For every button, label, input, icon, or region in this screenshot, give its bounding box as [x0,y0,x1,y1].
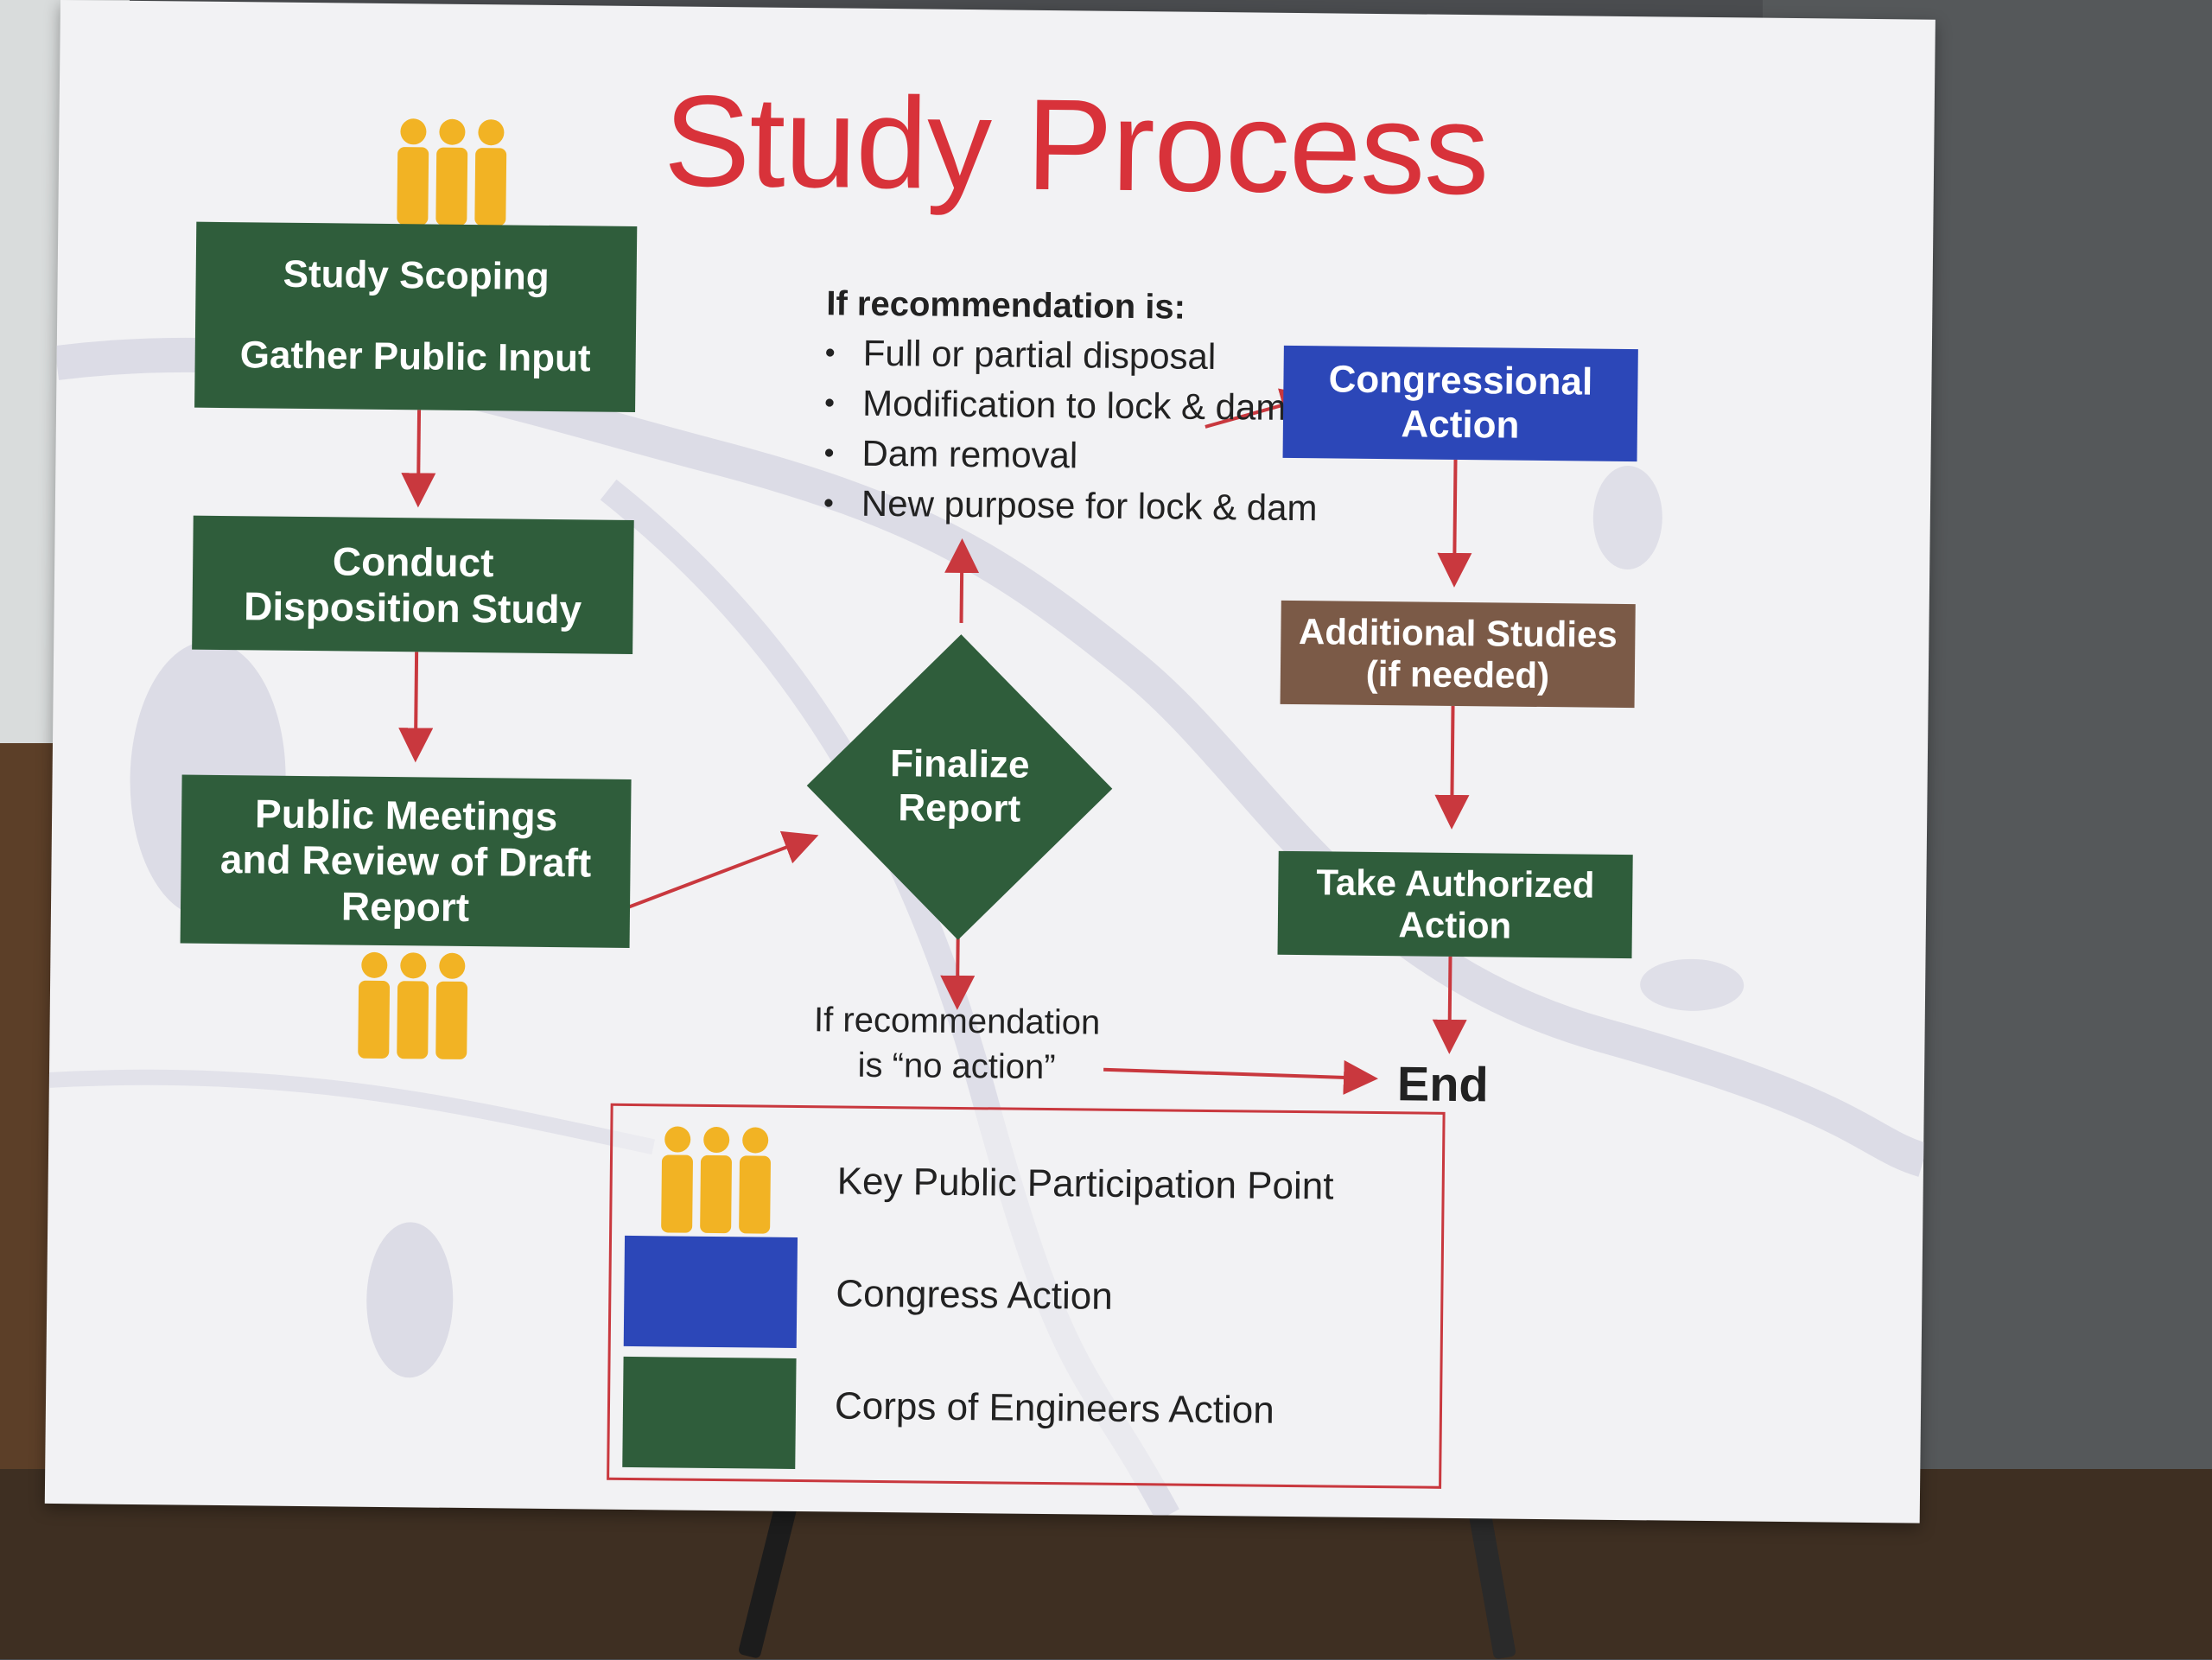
conduct-study-box: Conduct Disposition Study [192,515,634,654]
public-meetings-line2: and Review of Draft [219,836,592,886]
take-authorized-action-line1: Take Authorized [1316,861,1595,906]
legend-public-label: Key Public Participation Point [836,1160,1334,1208]
study-scoping-label: Study Scoping [283,253,550,299]
legend-corps-label: Corps of Engineers Action [834,1384,1274,1432]
public-meetings-box: Public Meetings and Review of Draft Repo… [180,774,632,948]
legend-congress-label: Congress Action [836,1272,1114,1318]
take-authorized-action-box: Take Authorized Action [1277,850,1633,959]
conduct-study-line1: Conduct [332,537,494,585]
additional-studies-line1: Additional Studies [1298,610,1618,655]
finalize-report-line2: Report [898,786,1021,830]
recommendation-item: Full or partial disposal [821,328,1319,383]
recommendation-heading: If recommendation is: [826,284,1186,327]
additional-studies-line2: (if needed) [1365,652,1550,696]
public-meetings-line3: Report [340,883,470,930]
finalize-report-line1: Finalize [889,742,1030,787]
group-of-people-icon [397,118,507,226]
end-label: End [1396,1056,1490,1112]
legend: Key Public Participation Point Congress … [607,1103,1446,1489]
congressional-action-line1: Congressional [1328,358,1593,404]
conduct-study-line2: Disposition Study [243,582,582,632]
take-authorized-action-line2: Action [1398,904,1512,946]
page-title: Study Process [663,67,1490,222]
congressional-action-box: Congressional Action [1282,345,1638,462]
group-of-people-icon [358,951,468,1059]
no-action-note: If recommendation is “no action” [810,997,1104,1091]
recommendation-item: New purpose for lock & dam [820,478,1318,533]
no-action-line1: If recommendation [813,1001,1101,1042]
recommendation-list: Full or partial disposal Modification to… [820,328,1319,533]
finalize-report-label: Finalize Report [830,708,1090,866]
public-meetings-line1: Public Meetings [254,791,558,840]
poster-board: Study Process Study Scoping Gather Publi… [44,0,1936,1523]
legend-corps-swatch [622,1356,797,1469]
legend-congress-swatch [623,1235,798,1349]
study-scoping-box: Study Scoping Gather Public Input [194,221,638,412]
congressional-action-line2: Action [1401,403,1520,447]
gather-public-input-label: Gather Public Input [239,334,591,380]
recommendation-item: Modification to lock & dam [821,378,1319,433]
no-action-line2: is “no action” [857,1046,1056,1087]
additional-studies-box: Additional Studies (if needed) [1280,600,1636,709]
group-of-people-icon [661,1126,771,1234]
recommendation-item: Dam removal [820,428,1318,483]
